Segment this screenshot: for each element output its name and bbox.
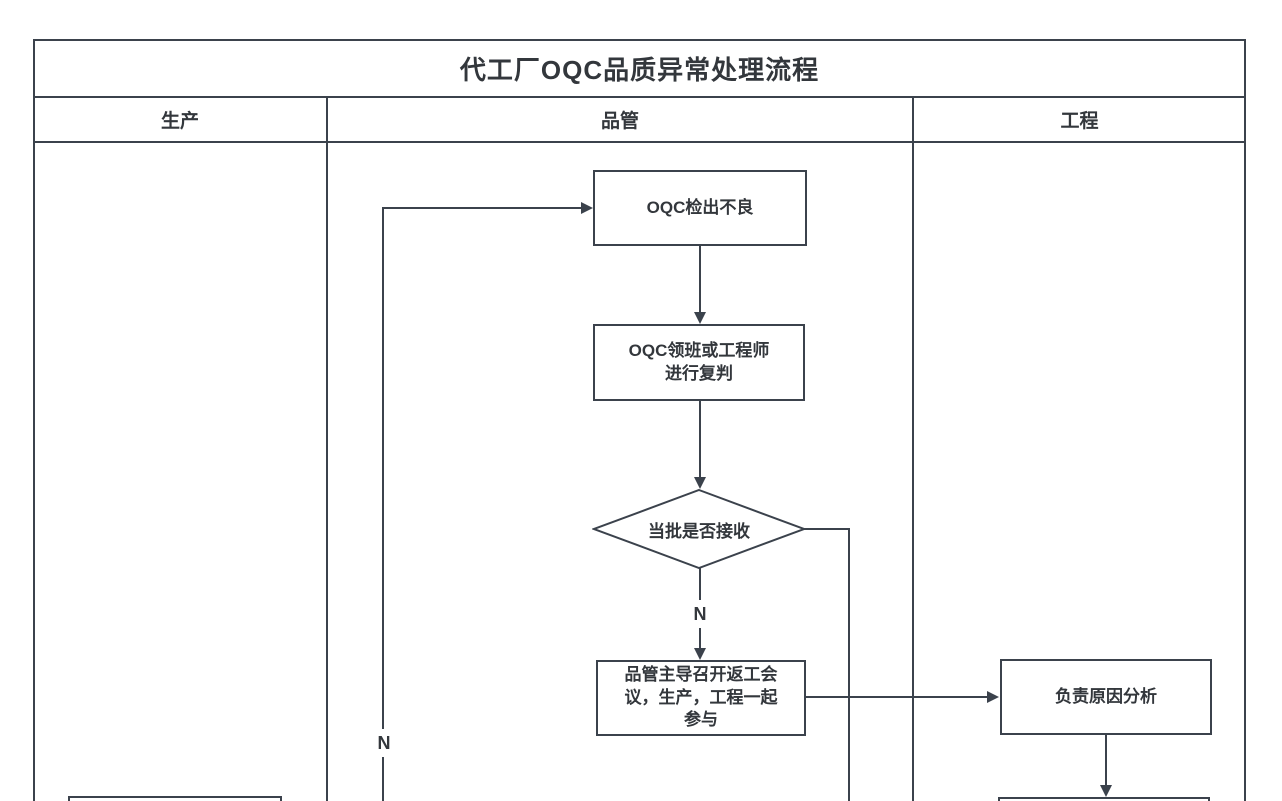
node-cause-analysis: 负责原因分析 [1000, 659, 1212, 735]
title-row-divider [33, 96, 1246, 98]
node-oqc-recheck-line2: 进行复判 [665, 363, 733, 383]
arrowhead-into-meeting [694, 648, 706, 660]
node-rework-meeting-line3: 参与 [684, 710, 718, 730]
arrowhead-into-analysis [987, 691, 999, 703]
node-rework-meeting-line1: 品管主导召开返工会 [624, 665, 778, 685]
lane-divider-quality-engineering [912, 97, 914, 801]
edge-label-decision-no: N [686, 600, 714, 628]
arrowhead-into-recheck [694, 312, 706, 324]
lane-header-production: 生产 [160, 110, 199, 132]
page-title: 代工厂OQC品质异常处理流程 [459, 54, 820, 85]
node-partial-bottom-right [998, 797, 1210, 801]
decision-diamond-shape [592, 489, 806, 569]
arrowhead-into-decision [694, 477, 706, 489]
arrowhead-into-detect [581, 202, 593, 214]
node-batch-accept-decision-label: 当批是否接收 [648, 521, 750, 541]
node-rework-meeting: 品管主导召开返工会 议，生产，工程一起 参与 [596, 660, 806, 736]
node-oqc-recheck-line1: OQC领班或工程师 [628, 341, 770, 361]
node-oqc-detect-defect: OQC检出不良 [593, 170, 807, 246]
header-row-divider [33, 141, 1246, 143]
edge-label-loop-no: N [370, 729, 398, 757]
connector-analysis-down [1105, 735, 1107, 786]
connector-recheck-decision [699, 401, 701, 479]
connector-detect-recheck [699, 246, 701, 314]
connector-decision-right [804, 528, 850, 530]
connector-loop-vertical [382, 207, 384, 801]
node-rework-meeting-line2: 议，生产，工程一起 [624, 687, 778, 707]
node-partial-bottom-left [68, 796, 282, 801]
connector-loop-horizontal [382, 207, 582, 209]
swimlane-table-border [33, 39, 1246, 801]
node-cause-analysis-label: 负责原因分析 [1055, 686, 1157, 706]
lane-header-quality: 品管 [600, 110, 639, 132]
lane-divider-production-quality [326, 97, 328, 801]
lane-header-engineering: 工程 [1060, 110, 1099, 132]
node-batch-accept-decision: 当批是否接收 [592, 489, 806, 569]
connector-meeting-analysis [806, 696, 988, 698]
node-oqc-detect-defect-label: OQC检出不良 [646, 197, 754, 217]
node-oqc-recheck: OQC领班或工程师 进行复判 [593, 324, 805, 401]
arrowhead-into-bottom-right-box [1100, 785, 1112, 797]
connector-decision-right-vertical [848, 528, 850, 801]
